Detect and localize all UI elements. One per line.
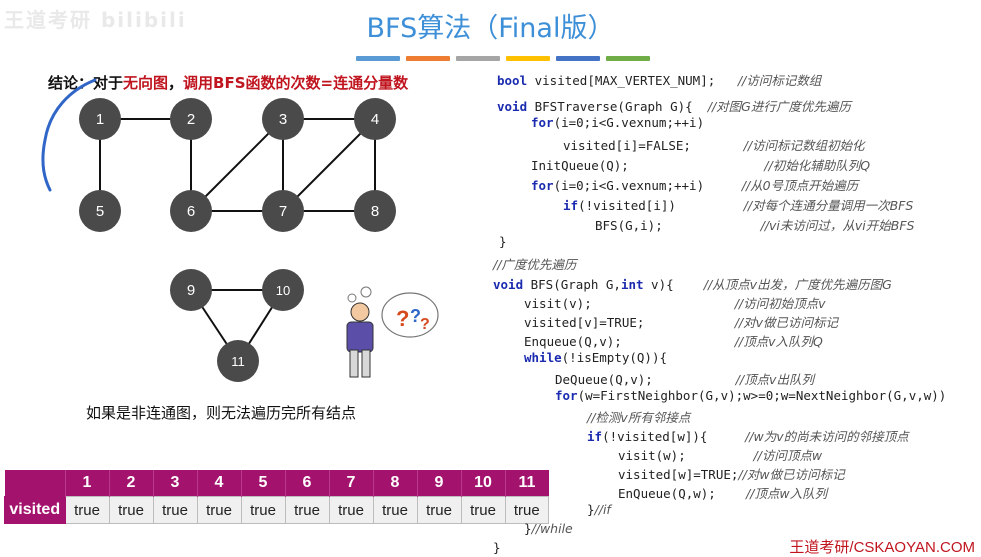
color-bar-strip — [356, 56, 650, 61]
node-label: 1 — [96, 111, 104, 128]
node-label: 10 — [276, 283, 290, 298]
index-cell: 5 — [240, 470, 285, 497]
code-line: for(w=FirstNeighbor(G,v);w>=0;w=NextNeig… — [555, 388, 947, 403]
graph-node — [170, 190, 212, 232]
svg-text:?: ? — [396, 306, 409, 331]
code-line: if(!visited[i]) //对每个连通分量调用一次BFS — [563, 198, 914, 213]
node-label: 3 — [279, 111, 287, 128]
color-bar — [456, 56, 500, 61]
graph-node — [217, 340, 259, 382]
code-line: bool visited[MAX_VERTEX_NUM]; //访问标记数组 — [497, 73, 822, 88]
code-line: visit(v); //访问初始顶点v — [524, 296, 826, 311]
code-line: }//while — [524, 521, 573, 536]
node-label: 9 — [187, 282, 195, 299]
node-label: 7 — [279, 203, 287, 220]
index-cell: 6 — [284, 470, 329, 497]
index-cell: 9 — [416, 470, 461, 497]
index-cell: 3 — [152, 470, 197, 497]
code-line: DeQueue(Q,v); //顶点v出队列 — [555, 372, 814, 387]
visited-table: 1 2 3 4 5 6 7 8 9 10 11 visited true tru… — [4, 470, 549, 524]
code-line: visited[w]=TRUE;//对w做已访问标记 — [618, 467, 845, 482]
index-cell: 10 — [460, 470, 505, 497]
code-line: EnQueue(Q,w); //顶点w入队列 — [618, 486, 828, 501]
node-label: 2 — [187, 111, 195, 128]
code-line: } — [499, 234, 507, 249]
slide-title: BFS算法（Final版） — [366, 13, 615, 44]
index-cell: 7 — [328, 470, 373, 497]
code-line: for(i=0;i<G.vexnum;++i) //从0号顶点开始遍历 — [531, 178, 859, 193]
code-line: void BFSTraverse(Graph G){ //对图G进行广度优先遍历 — [497, 99, 851, 114]
visited-value-row: visited true true true true true true tr… — [4, 496, 549, 524]
code-line: //检测v所有邻接点 — [587, 410, 691, 425]
color-bar — [356, 56, 400, 61]
svg-text:?: ? — [410, 306, 421, 326]
code-line: visited[i]=FALSE; //访问标记数组初始化 — [563, 138, 865, 153]
note-text: 如果是非连通图，则无法遍历完所有结点 — [86, 404, 357, 422]
edge-3-6 — [190, 118, 284, 212]
value-cell: true — [372, 496, 418, 524]
index-cell: 8 — [372, 470, 417, 497]
value-cell: true — [152, 496, 198, 524]
index-cell: 11 — [504, 470, 549, 497]
index-cell: 4 — [196, 470, 241, 497]
color-bar — [506, 56, 550, 61]
code-line: //广度优先遍历 — [493, 257, 577, 272]
graph-node — [354, 98, 396, 140]
svg-text:?: ? — [420, 316, 430, 333]
conclusion-text: 结论：对于无向图，调用BFS函数的次数=连通分量数 — [48, 72, 408, 93]
conclusion-comma: ， — [168, 74, 184, 92]
value-cell: true — [196, 496, 242, 524]
watermark: 王道考研 bilibili — [4, 8, 187, 32]
value-cell: true — [460, 496, 506, 524]
index-cell: 1 — [64, 470, 109, 497]
code-line: } — [493, 540, 501, 555]
code-line: void BFS(Graph G,int v){ //从顶点v出发，广度优先遍历… — [493, 277, 892, 292]
value-cell: true — [108, 496, 154, 524]
graph-node — [262, 190, 304, 232]
code-line: visit(w); //访问顶点w — [618, 448, 823, 463]
edge-4-7 — [282, 118, 376, 212]
graph-node — [79, 98, 121, 140]
visited-row-label: visited — [4, 496, 66, 524]
graph-node — [262, 269, 304, 311]
code-line: while(!isEmpty(Q)){ — [524, 350, 667, 365]
graph-node — [79, 190, 121, 232]
visited-index-row: 1 2 3 4 5 6 7 8 9 10 11 — [4, 470, 549, 497]
node-label: 5 — [96, 203, 104, 220]
conclusion-highlight-undirected: 无向图 — [123, 74, 169, 92]
color-bar — [406, 56, 450, 61]
code-line: InitQueue(Q); //初始化辅助队列Q — [531, 158, 871, 173]
node-label: 6 — [187, 203, 195, 220]
graph-node — [262, 98, 304, 140]
color-bar — [606, 56, 650, 61]
confused-person-icon: ? ? ? — [346, 286, 439, 378]
code-line: for(i=0;i<G.vexnum;++i) — [531, 115, 705, 130]
graph-node — [170, 269, 212, 311]
node-label: 4 — [371, 111, 379, 128]
graph-node — [170, 98, 212, 140]
footer-brand: 王道考研/CSKAOYAN.COM — [789, 539, 975, 556]
code-line: BFS(G,i); //vi未访问过，从vi开始BFS — [595, 218, 915, 233]
value-cell: true — [416, 496, 462, 524]
value-cell: true — [504, 496, 549, 524]
node-label: 8 — [371, 203, 379, 220]
code-line: }//if — [587, 502, 611, 517]
value-cell: true — [240, 496, 286, 524]
code-line: Enqueue(Q,v); //顶点v入队列Q — [524, 334, 823, 349]
pen-stroke — [41, 78, 97, 192]
color-bar — [556, 56, 600, 61]
value-cell: true — [64, 496, 110, 524]
table-corner — [4, 470, 65, 497]
conclusion-highlight-rule: 调用BFS函数的次数=连通分量数 — [183, 74, 409, 92]
graph-node — [354, 190, 396, 232]
value-cell: true — [328, 496, 374, 524]
index-cell: 2 — [108, 470, 153, 497]
node-label: 11 — [231, 354, 245, 369]
value-cell: true — [284, 496, 330, 524]
code-line: if(!visited[w]){ //w为v的尚未访问的邻接顶点 — [587, 429, 909, 444]
code-line: visited[v]=TRUE; //对v做已访问标记 — [524, 315, 839, 330]
